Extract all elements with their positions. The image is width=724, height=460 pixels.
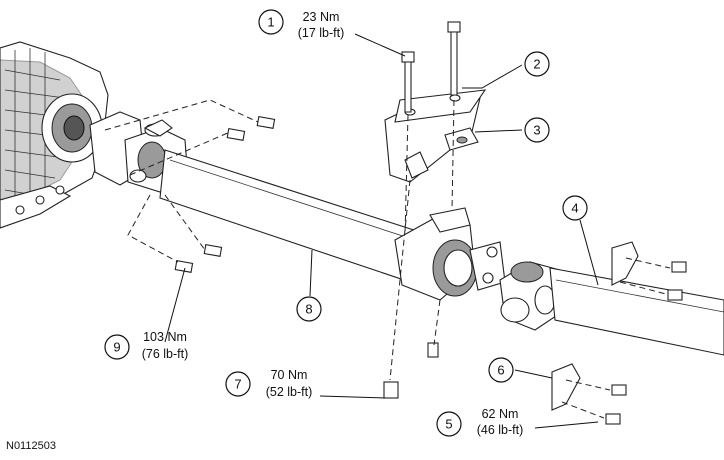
callout-9-circle bbox=[104, 334, 130, 360]
callout-4: 4 bbox=[562, 195, 588, 221]
callout-9-number: 9 bbox=[113, 340, 120, 355]
callout-3-circle bbox=[524, 117, 550, 143]
callout-5-torque-lbft: (46 lb-ft) bbox=[477, 423, 524, 437]
callout-8: 8 bbox=[296, 296, 322, 322]
driveshaft-tube bbox=[159, 149, 421, 283]
callout-7-number: 7 bbox=[234, 377, 241, 392]
center-bearing-bolts bbox=[383, 342, 439, 399]
bracket-bolt-left bbox=[401, 51, 415, 113]
callout-2-circle bbox=[524, 51, 550, 77]
assembly-dashed-lines bbox=[104, 99, 671, 419]
callout-9: 9 103 Nm (76 lb-ft) bbox=[104, 330, 189, 361]
callout-9-torque-nm: 103 Nm bbox=[143, 330, 187, 344]
callout-1-torque-nm: 23 Nm bbox=[303, 10, 340, 24]
rear-strap-lower bbox=[551, 363, 627, 425]
rear-strap-upper bbox=[611, 241, 687, 301]
rear-driveshaft-tube bbox=[549, 267, 724, 356]
callout-7-torque-lbft: (52 lb-ft) bbox=[266, 385, 313, 399]
callout-4-circle bbox=[562, 195, 588, 221]
callout-5-torque-nm: 62 Nm bbox=[482, 407, 519, 421]
rear-u-joint bbox=[499, 261, 566, 331]
callout-4-number: 4 bbox=[571, 201, 578, 216]
callout-7: 7 70 Nm (52 lb-ft) bbox=[225, 368, 313, 399]
bracket-bolt-right bbox=[447, 21, 461, 96]
callout-2: 2 bbox=[524, 51, 550, 77]
callout-5-number: 5 bbox=[445, 417, 452, 432]
callout-3: 3 bbox=[524, 117, 550, 143]
transmission-housing bbox=[0, 41, 109, 229]
callout-8-number: 8 bbox=[305, 302, 312, 317]
callout-8-circle bbox=[296, 296, 322, 322]
callout-1-torque-lbft: (17 lb-ft) bbox=[298, 26, 345, 40]
callout-1-number: 1 bbox=[267, 15, 274, 30]
callout-1: 1 23 Nm (17 lb-ft) bbox=[258, 9, 345, 40]
callout-3-number: 3 bbox=[533, 123, 540, 138]
figure-id-label: N0112503 bbox=[6, 440, 56, 452]
front-flange-bolts bbox=[174, 116, 276, 273]
callout-6: 6 bbox=[488, 357, 514, 383]
callout-5: 5 62 Nm (46 lb-ft) bbox=[436, 407, 524, 437]
center-bearing-assembly bbox=[394, 207, 506, 301]
callout-5-circle bbox=[436, 411, 462, 437]
center-support-bracket bbox=[384, 89, 487, 183]
callout-2-number: 2 bbox=[533, 57, 540, 72]
callout-1-circle bbox=[258, 9, 284, 35]
callout-9-torque-lbft: (76 lb-ft) bbox=[142, 347, 189, 361]
callout-7-torque-nm: 70 Nm bbox=[271, 368, 308, 382]
callout-6-circle bbox=[488, 357, 514, 383]
leader-lines bbox=[164, 33, 599, 429]
callout-7-circle bbox=[225, 371, 251, 397]
callout-6-number: 6 bbox=[497, 363, 504, 378]
